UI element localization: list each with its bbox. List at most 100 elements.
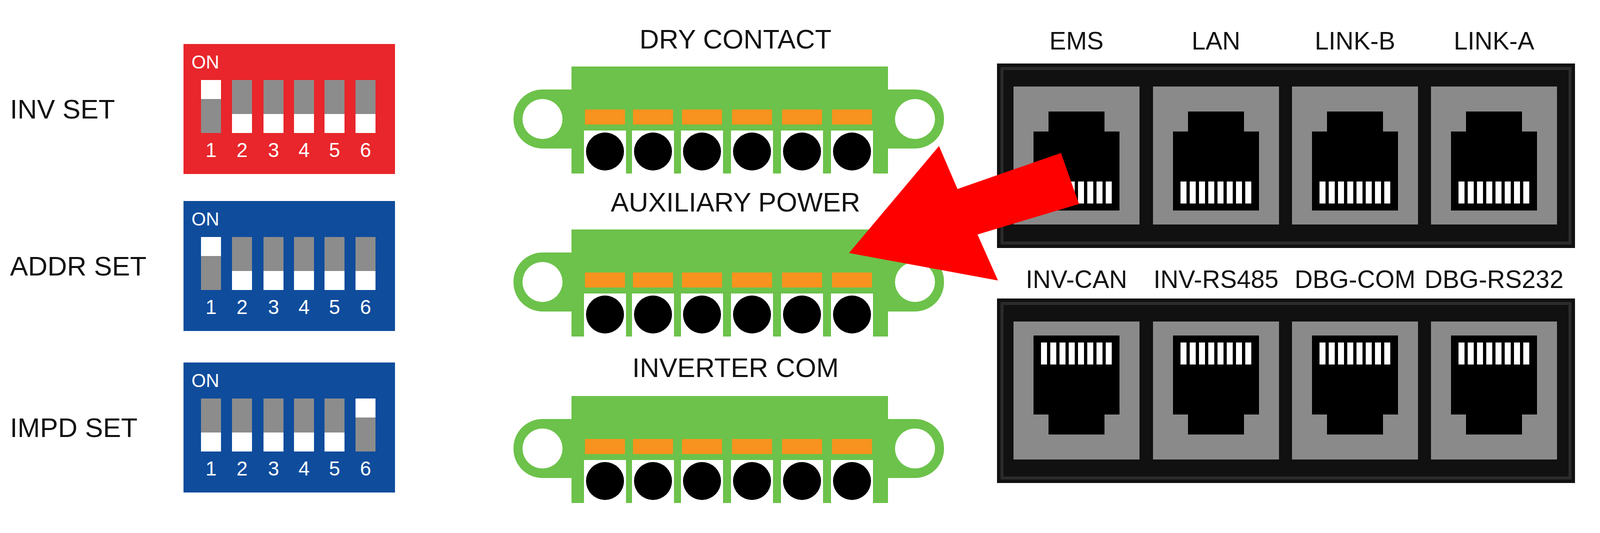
- wire-entry: [831, 293, 873, 337]
- contact-pin: [1208, 342, 1215, 365]
- port-label: LAN: [1191, 28, 1240, 54]
- release-tab: [585, 109, 625, 125]
- mount-hole: [895, 262, 935, 302]
- dip-knob: [263, 271, 284, 290]
- port-face: [1431, 321, 1557, 460]
- contact-pin: [1180, 181, 1187, 204]
- dip-switch: INV SETON123456: [183, 44, 395, 174]
- switch-number: 4: [298, 297, 310, 317]
- wire-hole: [783, 295, 821, 334]
- contact-pin: [1375, 181, 1381, 204]
- contact-pin: [1078, 181, 1084, 204]
- port-face: [1292, 86, 1418, 225]
- dip-slot: [201, 80, 221, 133]
- contact-pin: [1106, 181, 1112, 204]
- contact-pin: [1384, 181, 1391, 204]
- port-opening: [1312, 111, 1398, 211]
- contact-pin: [1199, 342, 1205, 365]
- contact-pin: [1366, 181, 1372, 204]
- switch-number: 3: [268, 297, 279, 317]
- contact-pin: [1338, 181, 1344, 204]
- release-tab: [633, 109, 673, 125]
- contact-pin: [1236, 181, 1242, 204]
- wire-hole: [634, 462, 672, 500]
- dip-switch: ADDR SETON123456: [183, 201, 395, 331]
- contact-pin: [1208, 181, 1215, 204]
- rj45-port: INV-CAN: [1013, 321, 1140, 460]
- contact-pin: [1069, 181, 1075, 204]
- wire-entry: [584, 293, 626, 337]
- dip-knob: [201, 432, 221, 452]
- contact-pin: [1458, 181, 1465, 204]
- port-panel-frame: [1002, 303, 1570, 478]
- setting-label: ADDR SET: [10, 252, 147, 280]
- wire-hole: [783, 132, 821, 171]
- contact-pin: [1050, 181, 1057, 204]
- switch-number: 6: [360, 297, 371, 317]
- wire-hole: [683, 295, 721, 334]
- release-tab: [782, 109, 822, 125]
- contact-pin: [1106, 342, 1112, 365]
- wire-hole: [833, 295, 871, 334]
- terminal-body: [571, 229, 888, 337]
- port-face: [1431, 86, 1557, 225]
- wire-entry: [731, 293, 773, 337]
- contact-pin: [1217, 181, 1224, 204]
- switch-number: 1: [205, 140, 217, 160]
- port-face: [1153, 86, 1279, 225]
- dip-knob: [232, 114, 252, 133]
- wire-entry: [781, 460, 823, 503]
- release-tab: [732, 109, 772, 125]
- dip-knob: [294, 432, 314, 452]
- dip-slot: [324, 237, 345, 290]
- dip-knob: [201, 237, 221, 256]
- switch-number: 1: [205, 297, 217, 317]
- port-face: [1292, 321, 1418, 460]
- dip-knob: [232, 271, 252, 290]
- release-tab: [633, 439, 673, 454]
- mount-hole: [895, 428, 935, 469]
- release-tab: [633, 272, 673, 288]
- port-face: [1013, 321, 1140, 460]
- connector-label: AUXILIARY POWER: [610, 188, 860, 216]
- release-tab: [682, 109, 722, 125]
- port-opening: [1173, 111, 1259, 211]
- dip-slot: [263, 80, 284, 133]
- wire-entry: [781, 130, 823, 174]
- port-label: DBG-COM: [1294, 267, 1416, 292]
- contact-pin: [1059, 342, 1066, 365]
- contact-pin: [1468, 342, 1474, 365]
- port-opening: [1173, 335, 1259, 435]
- wire-hole: [833, 462, 871, 500]
- contact-pin: [1356, 342, 1363, 365]
- setting-label: INV SET: [10, 95, 115, 123]
- contact-pin: [1347, 342, 1354, 365]
- switch-number: 5: [329, 297, 340, 317]
- dip-slot: [294, 398, 314, 452]
- switch-number: 5: [329, 140, 340, 160]
- port-label: INV-CAN: [1026, 267, 1128, 292]
- dip-knob: [355, 398, 376, 418]
- switch-number: 2: [236, 297, 248, 317]
- mount-hole: [522, 428, 563, 469]
- wire-entry: [681, 460, 723, 503]
- term-outline: [513, 66, 944, 174]
- switch-number: 4: [298, 140, 310, 160]
- connector-label: DRY CONTACT: [639, 25, 832, 53]
- contact-pin: [1347, 181, 1354, 204]
- wire-entry: [681, 130, 723, 174]
- rj45-port: INV-RS485: [1153, 321, 1279, 460]
- port-outline: [1013, 86, 1140, 225]
- dip-slot: [355, 80, 376, 133]
- switch-number: 3: [268, 458, 279, 479]
- dip-knob: [232, 432, 252, 452]
- contact-pin: [1514, 342, 1520, 365]
- port-label: DBG-RS232: [1424, 267, 1564, 292]
- contact-pin: [1227, 181, 1233, 204]
- contact-pin: [1059, 181, 1066, 204]
- wire-hole: [683, 132, 721, 171]
- port-label: LINK-A: [1453, 28, 1534, 54]
- release-tab: [782, 439, 822, 454]
- wire-entry: [681, 293, 723, 337]
- switch-number: 4: [298, 458, 310, 479]
